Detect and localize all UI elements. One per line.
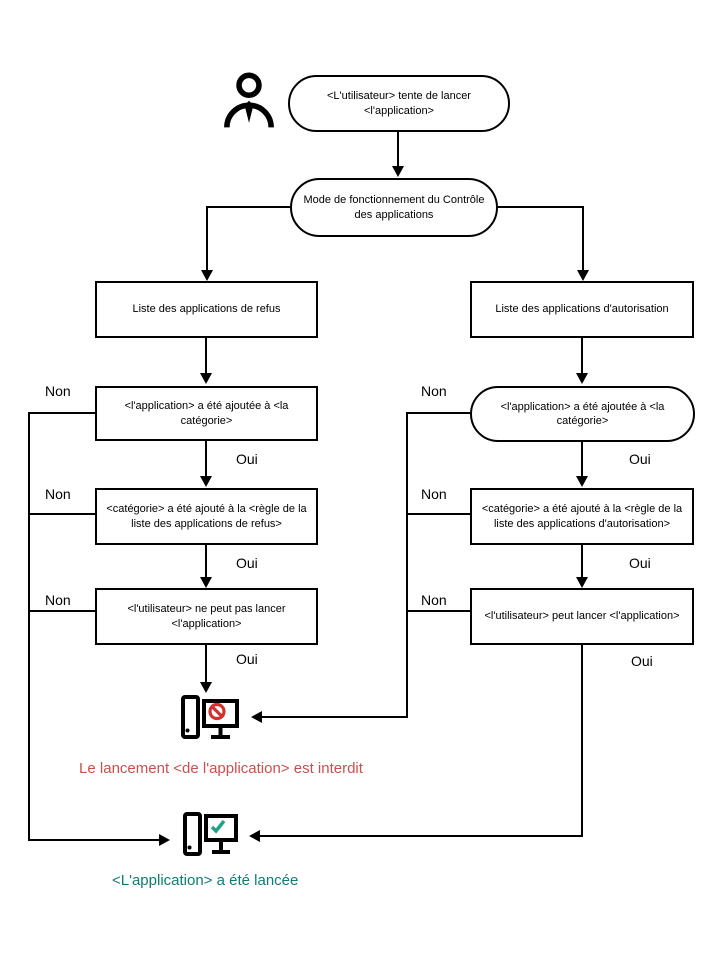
- check-icon: [210, 819, 226, 834]
- connector-line: [582, 206, 584, 271]
- connector-line: [406, 610, 470, 612]
- edge-label-no: Non: [45, 592, 71, 608]
- edge-label-yes: Oui: [236, 555, 258, 571]
- arrowhead: [249, 830, 260, 842]
- connector-line: [28, 412, 30, 841]
- arrowhead: [159, 834, 170, 846]
- node-allow-category-in-rule: <catégorie> a été ajouté à la <règle de …: [470, 488, 694, 545]
- node-allow-app-in-category: <l'application> a été ajoutée à <la caté…: [470, 386, 695, 442]
- arrowhead: [201, 270, 213, 281]
- connector-line: [581, 338, 583, 374]
- connector-line: [262, 716, 408, 718]
- connector-line: [28, 839, 159, 841]
- edge-label-no: Non: [421, 383, 447, 399]
- arrowhead: [251, 711, 262, 723]
- node-allow-user-can-launch: <l'utilisateur> peut lancer <l'applicati…: [470, 588, 694, 645]
- user-icon: [222, 72, 276, 134]
- edge-label-no: Non: [421, 592, 447, 608]
- edge-label-yes: Oui: [629, 451, 651, 467]
- connector-line: [28, 610, 95, 612]
- edge-label-no: Non: [421, 486, 447, 502]
- node-deny-list: Liste des applications de refus: [95, 281, 318, 338]
- arrowhead: [576, 373, 588, 384]
- launched-message: <L'application> a été lancée: [112, 872, 299, 889]
- connector-line: [206, 206, 292, 208]
- node-deny-app-in-category: <l'application> a été ajoutée à <la caté…: [95, 386, 318, 441]
- connector-line: [206, 206, 208, 271]
- connector-line: [581, 645, 583, 837]
- node-start: <L'utilisateur> tente de lancer <l'appli…: [288, 75, 510, 132]
- edge-label-yes: Oui: [236, 651, 258, 667]
- connector-line: [205, 338, 207, 374]
- prohibition-icon: [208, 702, 226, 721]
- node-deny-user-cannot-launch: <l'utilisateur> ne peut pas lancer <l'ap…: [95, 588, 318, 645]
- edge-label-no: Non: [45, 486, 71, 502]
- edge-label-no: Non: [45, 383, 71, 399]
- connector-line: [581, 545, 583, 578]
- arrowhead: [392, 166, 404, 177]
- connector-line: [406, 513, 470, 515]
- arrowhead: [200, 476, 212, 487]
- connector-line: [496, 206, 584, 208]
- connector-line: [397, 131, 399, 167]
- launched-computer-icon: [182, 811, 239, 864]
- arrowhead: [200, 577, 212, 588]
- edge-label-yes: Oui: [236, 451, 258, 467]
- arrowhead: [576, 577, 588, 588]
- connector-line: [28, 513, 95, 515]
- connector-line: [205, 645, 207, 683]
- connector-line: [581, 442, 583, 477]
- edge-label-yes: Oui: [629, 555, 651, 571]
- arrowhead: [200, 682, 212, 693]
- connector-line: [205, 545, 207, 578]
- connector-line: [406, 412, 408, 718]
- blocked-computer-icon: [180, 694, 240, 747]
- forbidden-message: Le lancement <de l'application> est inte…: [79, 760, 363, 777]
- arrowhead: [577, 270, 589, 281]
- arrowhead: [576, 476, 588, 487]
- arrowhead: [200, 373, 212, 384]
- node-deny-category-in-rule: <catégorie> a été ajouté à la <règle de …: [95, 488, 318, 545]
- node-allow-list: Liste des applications d'autorisation: [470, 281, 694, 338]
- node-mode: Mode de fonctionnement du Contrôle des a…: [290, 178, 498, 237]
- connector-line: [205, 441, 207, 477]
- connector-line: [28, 412, 95, 414]
- connector-line: [406, 412, 470, 414]
- connector-line: [260, 835, 583, 837]
- edge-label-yes: Oui: [631, 653, 653, 669]
